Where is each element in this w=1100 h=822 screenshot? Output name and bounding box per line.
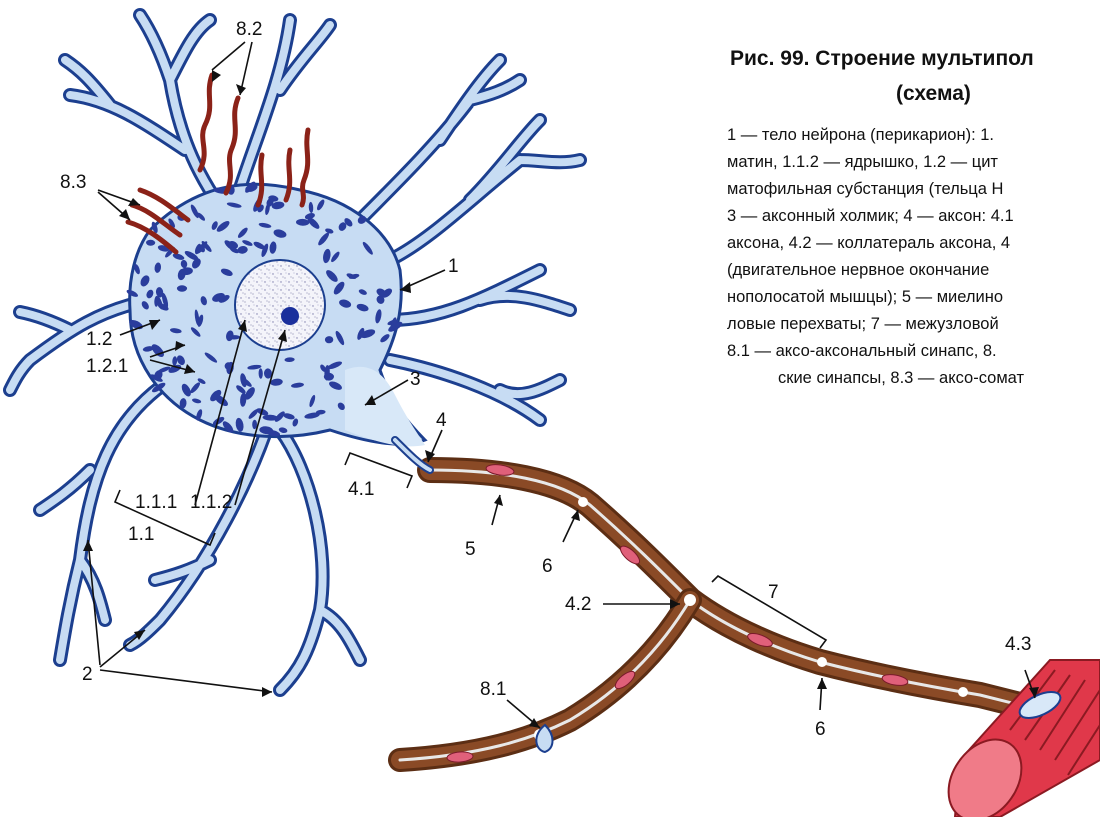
label-4-2: 4.2 — [565, 594, 591, 615]
label-1: 1 — [448, 256, 459, 277]
nissl-body — [177, 285, 187, 291]
label-1-1: 1.1 — [128, 524, 154, 545]
legend-line: (двигательное нервное окончание — [727, 257, 1100, 284]
legend-line: 3 — аксонный холмик; 4 — аксон: 4.1 — [727, 203, 1100, 230]
label-6b: 6 — [815, 719, 826, 740]
label-8-1: 8.1 — [480, 679, 506, 700]
label-6a: 6 — [542, 556, 553, 577]
nucleolus — [281, 307, 299, 325]
legend-line: нополосатой мышцы); 5 — миелино — [727, 284, 1100, 311]
label-3: 3 — [410, 369, 421, 390]
label-4: 4 — [436, 410, 447, 431]
legend-line: 8.1 — аксо-аксональный синапс, 8. — [727, 338, 1100, 365]
label-1-2-1: 1.2.1 — [86, 356, 128, 377]
axon — [395, 440, 1040, 760]
legend-line: матофильная субстанция (тельца Н — [727, 176, 1100, 203]
label-5: 5 — [465, 539, 476, 560]
legend-line: ловые перехваты; 7 — межузловой — [727, 311, 1100, 338]
legend-line: матин, 1.1.2 — ядрышко, 1.2 — цит — [727, 149, 1100, 176]
label-8-3: 8.3 — [60, 172, 86, 193]
legend-line: аксона, 4.2 — коллатераль аксона, 4 — [727, 230, 1100, 257]
label-1-1-1: 1.1.1 — [135, 492, 177, 513]
label-1-1-2: 1.1.2 — [190, 492, 232, 513]
label-8-2: 8.2 — [236, 19, 262, 40]
label-4-1: 4.1 — [348, 479, 374, 500]
label-1-2: 1.2 — [86, 329, 112, 350]
figure-title: Рис. 99. Строение мультипол — [730, 47, 1100, 71]
label-4-3: 4.3 — [1005, 634, 1031, 655]
label-7: 7 — [768, 582, 779, 603]
legend-line: ские синапсы, 8.3 — аксо-сомат — [778, 365, 1100, 392]
label-2: 2 — [82, 664, 93, 685]
legend-line: 1 — тело нейрона (перикарион): 1. — [727, 122, 1100, 149]
figure-subtitle: (схема) — [896, 82, 971, 106]
